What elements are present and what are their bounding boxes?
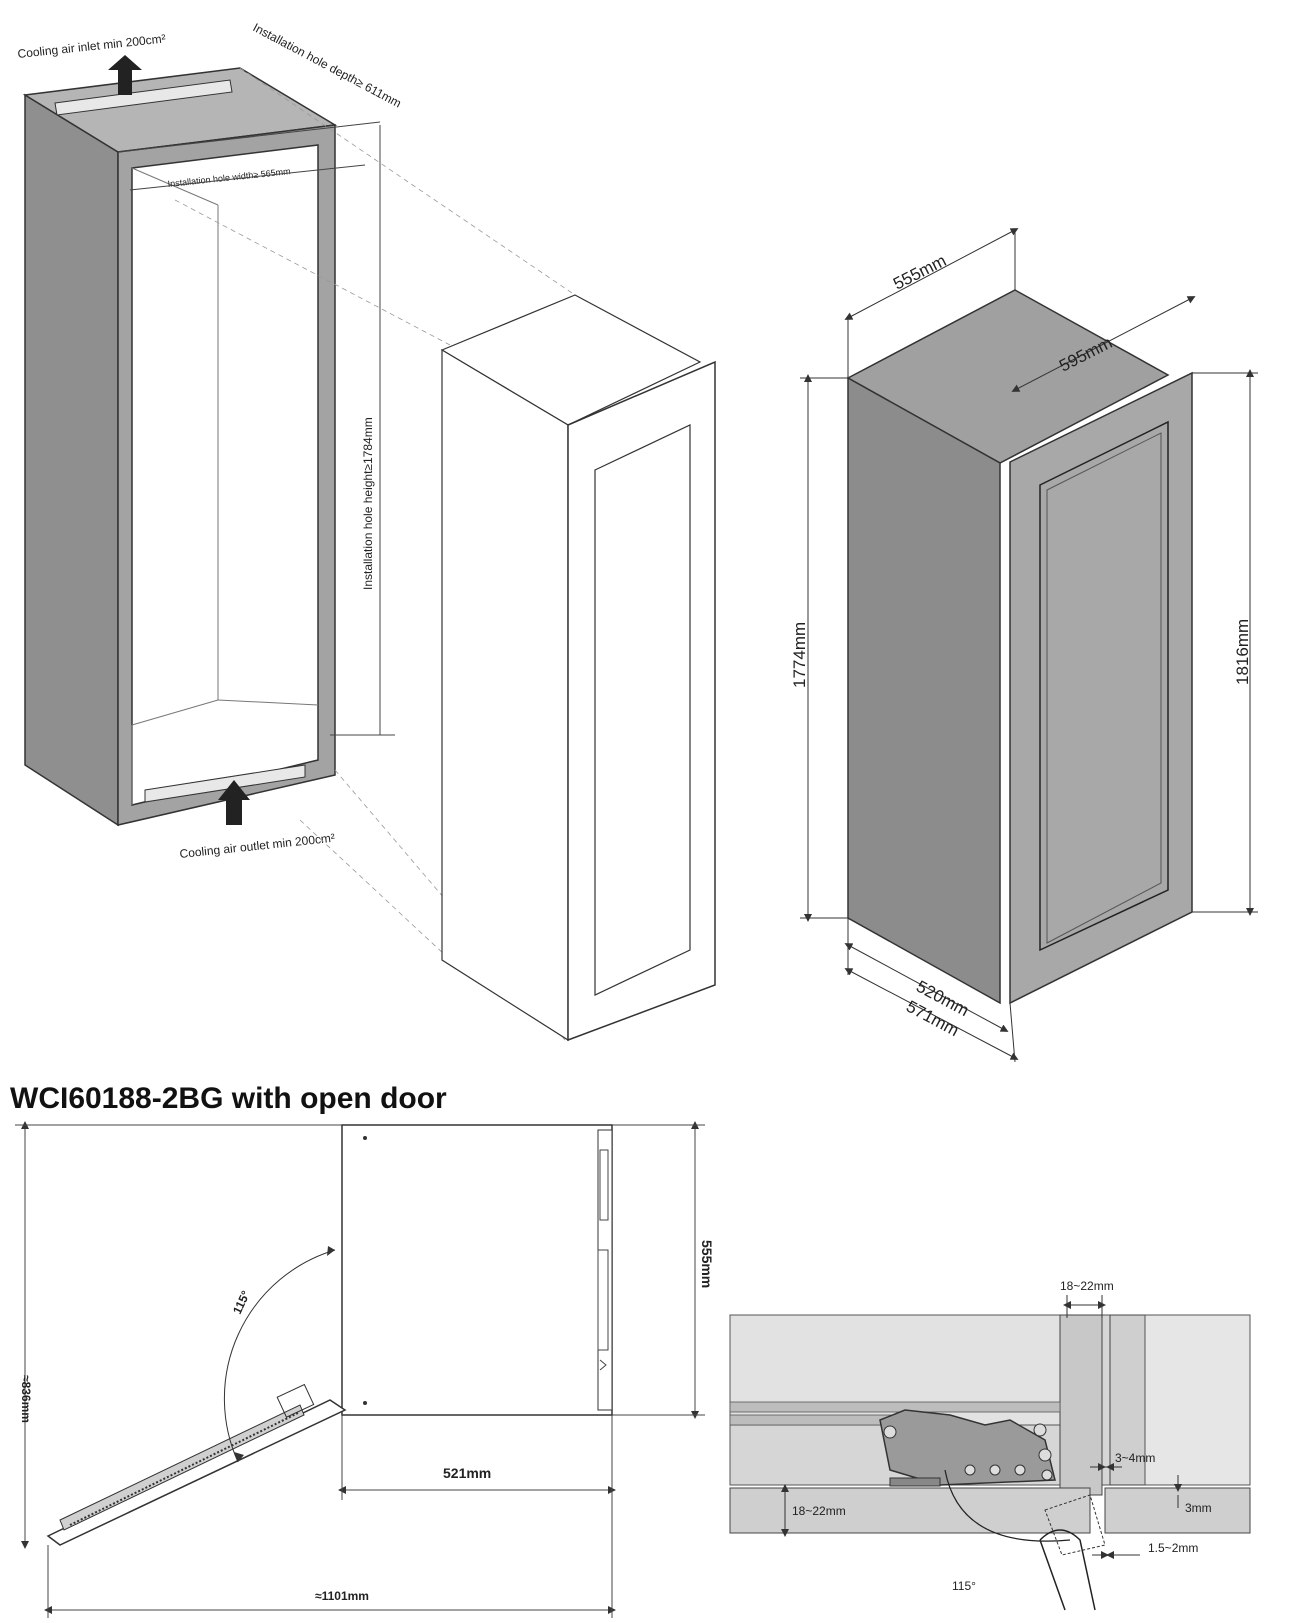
- hinge-clearance: 1.5~2mm: [1148, 1541, 1198, 1555]
- guide-lines: [174, 67, 576, 1041]
- appliance-isometric: [440, 294, 716, 1042]
- dim-width-top: 555mm: [890, 251, 949, 294]
- air-outlet-label: Cooling air outlet min 200cm²: [179, 831, 336, 861]
- dim-height-body: 1774mm: [790, 622, 809, 688]
- top-view-depth-side: 555mm: [699, 1240, 715, 1288]
- hinge-panel-thickness: 18~22mm: [792, 1504, 846, 1518]
- top-view-angle: 115°: [230, 1288, 253, 1316]
- hole-width-line: [129, 164, 366, 191]
- air-outlet-arrow: [218, 780, 250, 825]
- air-inlet-label: Cooling air inlet min 200cm²: [17, 32, 166, 61]
- top-view-total-width: ≈1101mm: [315, 1589, 369, 1603]
- hinge-gap-side: 3~4mm: [1115, 1451, 1155, 1465]
- section-heading: WCI60188-2BG with open door: [10, 1082, 447, 1115]
- hinge-offset-bottom: 3mm: [1185, 1501, 1212, 1515]
- appliance-dimensioned: [846, 289, 1193, 1005]
- hinge-gap-top: 18~22mm: [1060, 1279, 1114, 1293]
- dim-height-total: 1816mm: [1233, 619, 1252, 685]
- hole-height-label: Installation hole height≥1784mm: [361, 417, 375, 590]
- hinge-detail: [729, 1314, 1251, 1611]
- hole-depth-line: [117, 121, 381, 153]
- installation-niche: [22, 67, 338, 827]
- top-view-width: 521mm: [443, 1465, 491, 1481]
- top-view-plan: [46, 1124, 613, 1546]
- top-view-depth-door: ≈836mm: [19, 1375, 33, 1423]
- air-inlet-arrow: [108, 55, 142, 95]
- hinge-angle: 115°: [952, 1579, 976, 1593]
